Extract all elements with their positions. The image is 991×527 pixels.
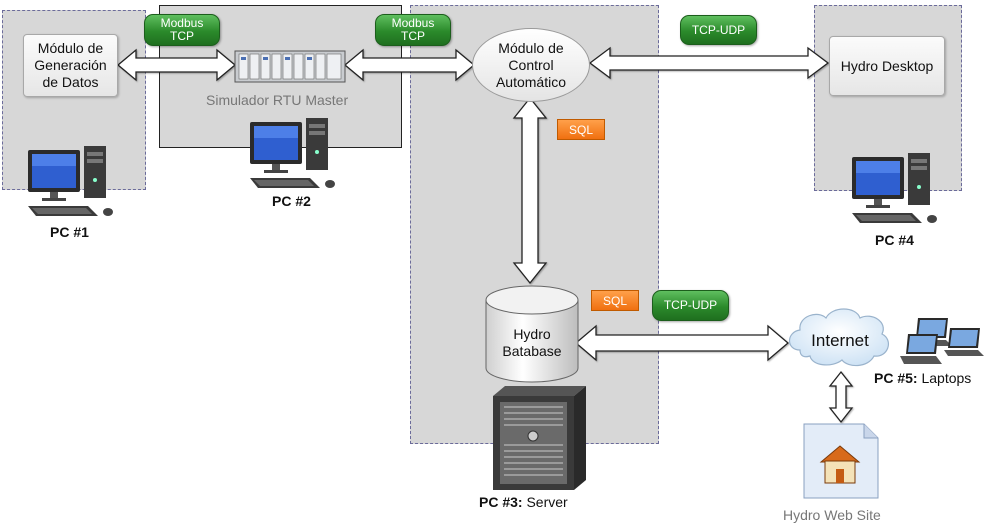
hydro-web-site-label: Hydro Web Site xyxy=(783,507,881,523)
protocol-tcp-udp-2: TCP-UDP xyxy=(652,290,729,321)
protocol-modbus-tcp-1: Modbus TCP xyxy=(144,14,220,46)
protocol-sql-1: SQL xyxy=(557,119,605,140)
protocol-modbus-tcp-2: Modbus TCP xyxy=(375,14,451,46)
arrow-internet-website xyxy=(828,370,854,424)
pc2-caption: PC #2 xyxy=(272,193,311,209)
modulo-generacion-datos: Módulo de Generación de Datos xyxy=(23,34,118,97)
hydro-desktop: Hydro Desktop xyxy=(829,36,945,96)
arrow-control-desktop xyxy=(588,46,830,80)
modulo-control-automatico: Módulo de Control Automático xyxy=(472,28,590,102)
pc5-caption: PC #5: Laptops xyxy=(874,370,972,386)
hydro-database-label: Hydro Batabase xyxy=(502,326,562,359)
pc4-caption: PC #4 xyxy=(875,232,914,248)
simulador-rtu-label: Simulador RTU Master xyxy=(206,92,349,108)
internet-label: Internet xyxy=(811,331,869,350)
pc3-caption: PC #3: Server xyxy=(479,494,568,510)
arrow-database-internet xyxy=(574,324,790,362)
protocol-tcp-udp-1: TCP-UDP xyxy=(680,15,757,45)
arrow-control-database xyxy=(512,96,548,285)
protocol-sql-2: SQL xyxy=(591,290,639,311)
pc1-caption: PC #1 xyxy=(50,224,89,240)
